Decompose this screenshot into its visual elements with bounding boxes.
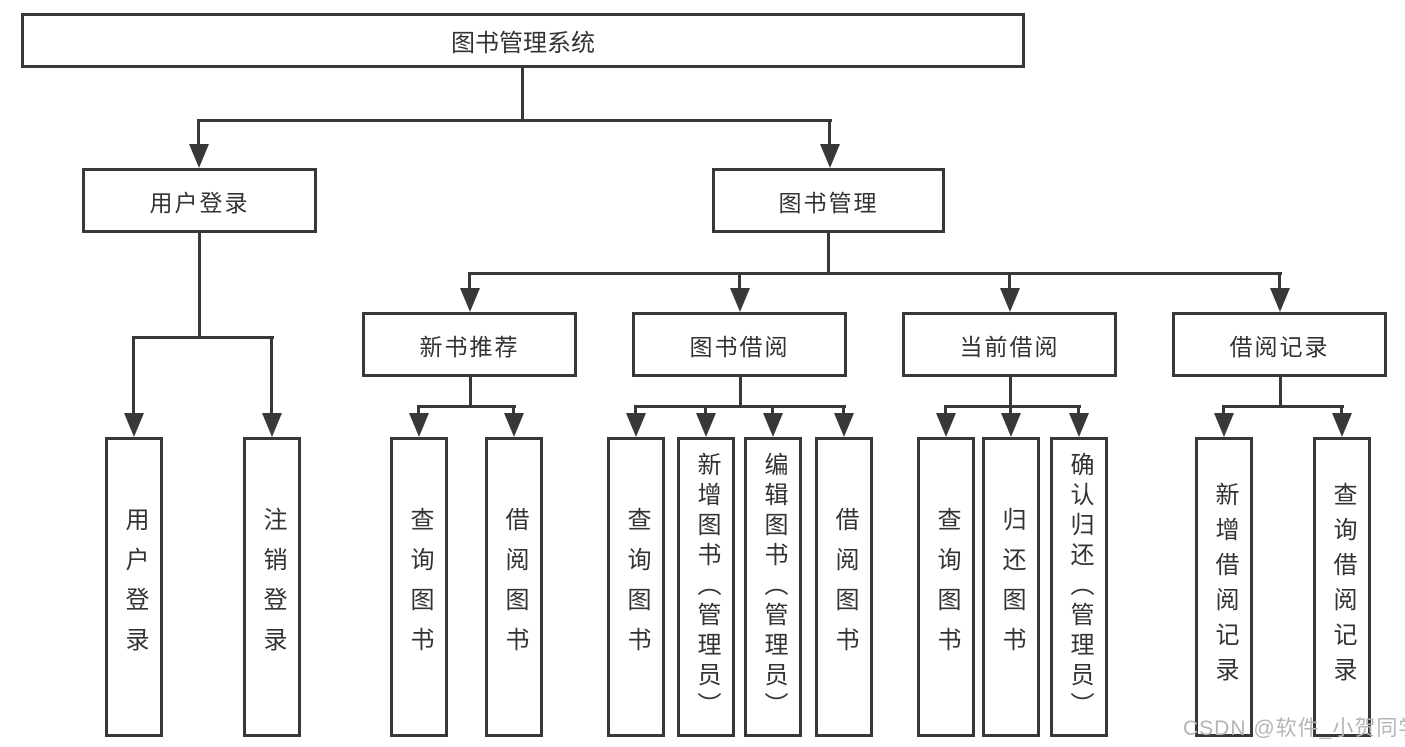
node-book-management-label: 图书管理 [778, 189, 879, 216]
arrow-down-icon [504, 408, 524, 437]
connector-user-login-branch [132, 336, 274, 339]
node-root: 图书管理系统 [21, 13, 1025, 68]
connector-new-book-branch [417, 405, 516, 408]
leaf-query-books-current-label: 查询图书 [933, 507, 960, 667]
node-new-book-recommend-label: 新书推荐 [419, 333, 520, 360]
node-book-management: 图书管理 [712, 168, 945, 233]
arrow-down-icon [626, 408, 646, 437]
leaf-query-borrow-record-label: 查询借阅记录 [1329, 482, 1356, 692]
arrow-down-icon [1000, 275, 1020, 312]
leaf-query-books-borrow: 查询图书 [607, 437, 665, 737]
leaf-query-books-borrow-label: 查询图书 [623, 507, 650, 667]
arrow-down-icon [730, 275, 750, 312]
leaf-user-login: 用户登录 [105, 437, 163, 737]
connector-current-borrow-branch [944, 405, 1081, 408]
node-root-label: 图书管理系统 [451, 30, 595, 57]
node-current-borrow-label: 当前借阅 [959, 333, 1060, 360]
node-borrow-records: 借阅记录 [1172, 312, 1387, 377]
connector-borrow-records-stub [1279, 377, 1282, 408]
arrow-down-icon [1270, 275, 1290, 312]
leaf-query-books-recommend-label: 查询图书 [406, 507, 433, 667]
node-book-borrow-label: 图书借阅 [689, 333, 790, 360]
arrow-down-icon [834, 408, 854, 437]
arrow-down-icon [409, 408, 429, 437]
leaf-add-book-admin-label: 新增图书（管理员） [693, 452, 720, 722]
arrow-down-icon [124, 339, 144, 437]
leaf-edit-book-admin: 编辑图书（管理员） [744, 437, 802, 737]
connector-book-borrow-stub [739, 377, 742, 408]
node-current-borrow: 当前借阅 [902, 312, 1117, 377]
arrow-down-icon [763, 408, 783, 437]
watermark-text: CSDN @软件_小贺同学 [1183, 717, 1405, 740]
node-user-login: 用户登录 [82, 168, 317, 233]
arrow-down-icon [696, 408, 716, 437]
arrow-down-icon [936, 408, 956, 437]
leaf-return-books: 归还图书 [982, 437, 1040, 737]
leaf-return-books-label: 归还图书 [998, 507, 1025, 667]
connector-level2-branch [197, 119, 832, 122]
arrow-down-icon [1069, 408, 1089, 437]
leaf-borrow-books-borrow: 借阅图书 [815, 437, 873, 737]
leaf-confirm-return-admin-label: 确认归还（管理员） [1066, 452, 1093, 722]
arrow-down-icon [460, 275, 480, 312]
leaf-user-login-label: 用户登录 [121, 507, 148, 667]
leaf-confirm-return-admin: 确认归还（管理员） [1050, 437, 1108, 737]
leaf-logout: 注销登录 [243, 437, 301, 737]
node-borrow-records-label: 借阅记录 [1229, 333, 1330, 360]
connector-current-borrow-stub [1009, 377, 1012, 408]
leaf-edit-book-admin-label: 编辑图书（管理员） [760, 452, 787, 722]
leaf-add-borrow-record-label: 新增借阅记录 [1211, 482, 1238, 692]
leaf-add-book-admin: 新增图书（管理员） [677, 437, 735, 737]
node-book-borrow: 图书借阅 [632, 312, 847, 377]
connector-level3-branch [468, 272, 1282, 275]
arrow-down-icon [1332, 408, 1352, 437]
leaf-borrow-books-recommend-label: 借阅图书 [501, 507, 528, 667]
arrow-down-icon [1001, 408, 1021, 437]
connector-user-login-stub [198, 233, 201, 339]
leaf-add-borrow-record: 新增借阅记录 [1195, 437, 1253, 737]
connector-borrow-records-branch [1222, 405, 1344, 408]
arrow-down-icon [1214, 408, 1234, 437]
leaf-query-borrow-record: 查询借阅记录 [1313, 437, 1371, 737]
node-new-book-recommend: 新书推荐 [362, 312, 577, 377]
leaf-query-books-recommend: 查询图书 [390, 437, 448, 737]
arrow-down-icon [262, 339, 282, 437]
leaf-borrow-books-recommend: 借阅图书 [485, 437, 543, 737]
connector-book-borrow-branch [634, 405, 846, 408]
connector-new-book-stub [469, 377, 472, 408]
leaf-query-books-current: 查询图书 [917, 437, 975, 737]
leaf-logout-label: 注销登录 [259, 507, 286, 667]
arrow-down-icon [820, 122, 840, 168]
connector-book-management-stub [827, 233, 830, 275]
leaf-borrow-books-borrow-label: 借阅图书 [831, 507, 858, 667]
arrow-down-icon [189, 122, 209, 168]
connector-root-stub [521, 68, 524, 122]
node-user-login-label: 用户登录 [149, 189, 250, 216]
